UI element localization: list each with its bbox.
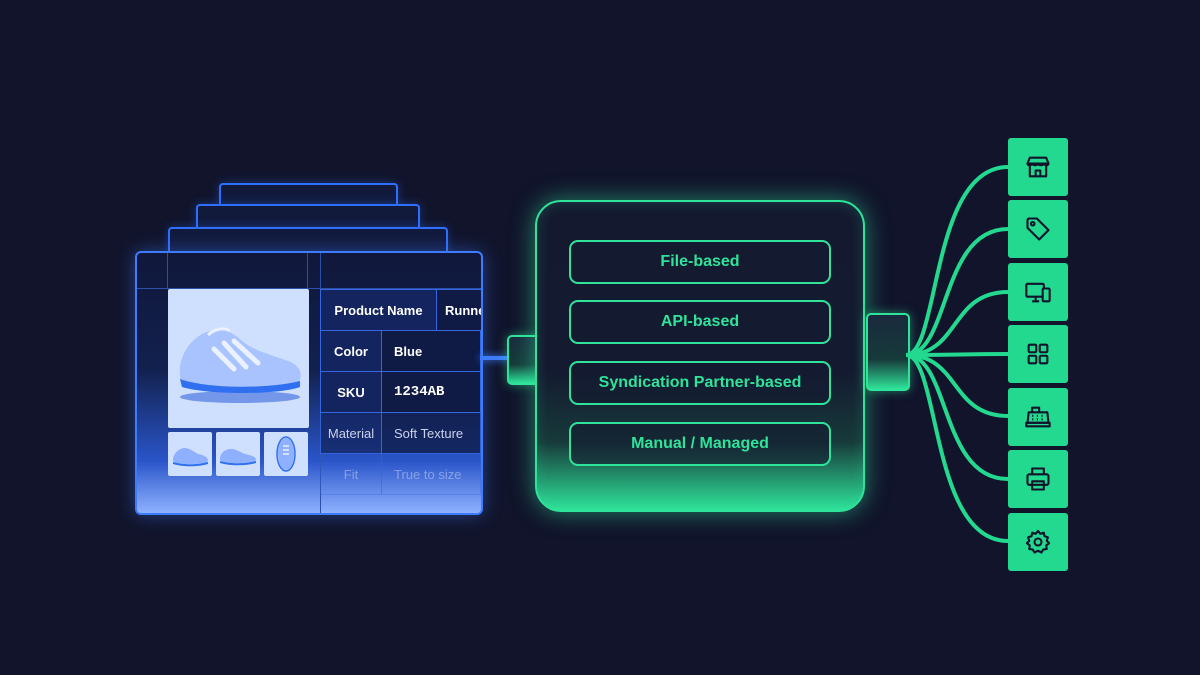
attr-value-sku[interactable]: 1234AB bbox=[381, 371, 481, 413]
channel-tile-grid-apps[interactable] bbox=[1008, 325, 1068, 383]
line-to-price-tag bbox=[905, 227, 1009, 357]
attr-label-fit: Fit bbox=[320, 453, 382, 495]
product-thumbnail-top[interactable] bbox=[264, 432, 308, 476]
product-thumbnail-front[interactable] bbox=[216, 432, 260, 476]
card-header-line bbox=[137, 288, 481, 289]
channel-tile-printer[interactable] bbox=[1008, 450, 1068, 508]
card-divider bbox=[307, 253, 308, 289]
card-to-hub-wire bbox=[480, 356, 510, 360]
attr-label-sku: SKU bbox=[320, 371, 382, 413]
channel-tile-storefront[interactable] bbox=[1008, 138, 1068, 196]
card-divider bbox=[167, 253, 168, 289]
product-main-image bbox=[168, 289, 309, 428]
method-api-based[interactable]: API-based bbox=[569, 300, 831, 344]
syndication-hub: File-based API-based Syndication Partner… bbox=[535, 200, 865, 512]
line-to-grid-apps bbox=[905, 352, 1009, 357]
line-to-gear bbox=[905, 353, 1009, 543]
attr-label-color: Color bbox=[320, 330, 382, 372]
line-to-devices bbox=[905, 290, 1009, 357]
sneaker-icon bbox=[173, 448, 208, 467]
attr-value-product-name[interactable]: Runner bbox=[436, 289, 481, 331]
channel-tile-gear[interactable] bbox=[1008, 513, 1068, 571]
line-to-storefront bbox=[905, 165, 1009, 357]
devices-icon bbox=[1025, 282, 1051, 303]
price-tag-icon bbox=[1026, 217, 1050, 241]
channel-tile-devices[interactable] bbox=[1008, 263, 1068, 321]
channel-tile-price-tag[interactable] bbox=[1008, 200, 1068, 258]
cash-register-icon bbox=[1025, 406, 1051, 428]
sneaker-icon bbox=[220, 449, 256, 466]
channel-connection-lines bbox=[905, 165, 1009, 543]
printer-icon bbox=[1026, 467, 1050, 491]
product-thumbnail-side[interactable] bbox=[168, 432, 212, 476]
attr-value-color[interactable]: Blue bbox=[381, 330, 481, 372]
line-to-cash-register bbox=[905, 353, 1009, 418]
gear-icon bbox=[1025, 529, 1051, 554]
storefront-icon bbox=[1026, 156, 1050, 178]
hub-output-port bbox=[866, 313, 910, 391]
attr-value-material[interactable]: Soft Texture bbox=[381, 412, 481, 454]
channel-tile-cash-register[interactable] bbox=[1008, 388, 1068, 446]
attr-label-product-name: Product Name bbox=[320, 289, 437, 331]
sneaker-icon bbox=[179, 327, 301, 403]
grid-apps-icon bbox=[1027, 343, 1049, 365]
method-manual-managed[interactable]: Manual / Managed bbox=[569, 422, 831, 466]
stacked-sheet-front bbox=[168, 227, 448, 255]
method-syndication-partner-based[interactable]: Syndication Partner-based bbox=[569, 361, 831, 405]
line-to-printer bbox=[905, 353, 1009, 481]
sneaker-icon bbox=[276, 436, 296, 472]
attr-label-material: Material bbox=[320, 412, 382, 454]
method-file-based[interactable]: File-based bbox=[569, 240, 831, 284]
product-record-card: Product Name Runner Color Blue SKU 1234A… bbox=[135, 251, 483, 515]
attr-value-fit[interactable]: True to size bbox=[381, 453, 481, 495]
